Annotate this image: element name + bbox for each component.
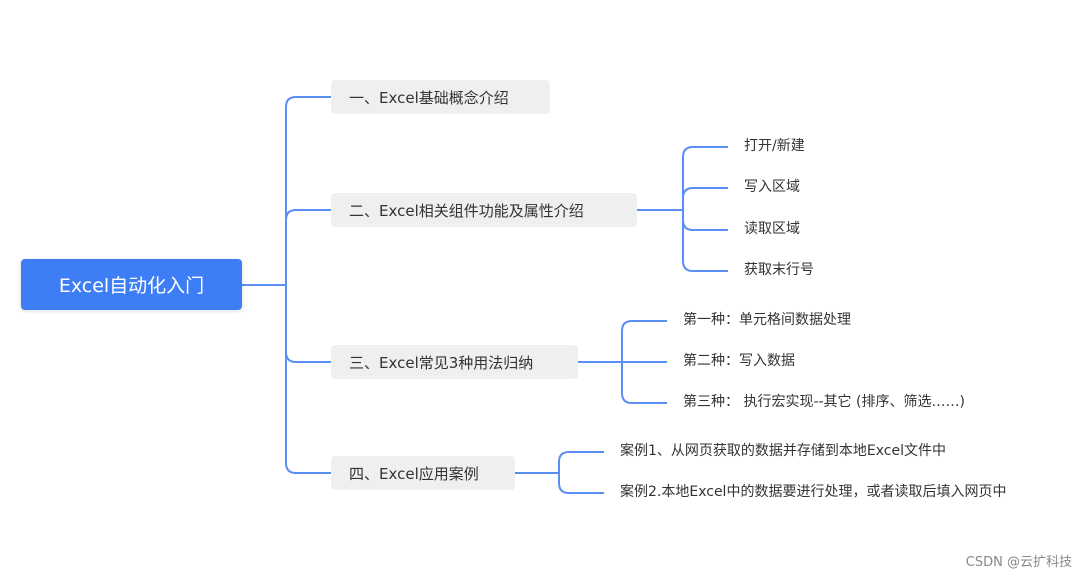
leaf-node[interactable]: 第二种：写入数据 — [683, 353, 795, 369]
branch-node-3[interactable]: 三、Excel常见3种用法归纳 — [331, 345, 578, 379]
branch-node-2[interactable]: 二、Excel相关组件功能及属性介绍 — [331, 193, 637, 227]
branch-node-1[interactable]: 一、Excel基础概念介绍 — [331, 80, 550, 114]
connector-root-branch-2 — [285, 209, 331, 285]
connector-root-branch-1 — [285, 96, 331, 285]
root-node[interactable]: Excel自动化入门 — [21, 259, 242, 310]
watermark: CSDN @云扩科技 — [965, 555, 1072, 570]
connector-root-branch-3 — [285, 285, 331, 363]
leaf-node[interactable]: 案例1、从网页获取的数据并存储到本地Excel文件中 — [620, 443, 946, 459]
connector-b2-child-2 — [682, 187, 728, 210]
leaf-node[interactable]: 打开/新建 — [744, 138, 805, 154]
connector-b3-child-1 — [621, 320, 667, 362]
leaf-node[interactable]: 获取末行号 — [744, 262, 814, 278]
connector-b2-child-4 — [682, 210, 728, 272]
branch-node-label: 四、Excel应用案例 — [349, 464, 479, 483]
connector-b4-child-1 — [558, 451, 604, 473]
branch-node-4[interactable]: 四、Excel应用案例 — [331, 456, 515, 490]
leaf-node[interactable]: 第一种：单元格间数据处理 — [683, 312, 851, 328]
branch-node-label: 一、Excel基础概念介绍 — [349, 88, 509, 107]
leaf-node[interactable]: 写入区域 — [744, 179, 800, 195]
leaf-node[interactable]: 案例2.本地Excel中的数据要进行处理，或者读取后填入网页中 — [620, 484, 1007, 500]
branch-node-label: 三、Excel常见3种用法归纳 — [349, 353, 534, 372]
branch-node-label: 二、Excel相关组件功能及属性介绍 — [349, 201, 584, 220]
connector-b2-child-1 — [682, 146, 728, 210]
leaf-node[interactable]: 第三种： 执行宏实现--其它 (排序、筛选……) — [683, 394, 965, 410]
root-node-label: Excel自动化入门 — [58, 275, 205, 297]
connector-root-branch-4 — [285, 285, 331, 474]
connector-b4-child-2 — [558, 473, 604, 494]
connector-b3-child-3 — [621, 362, 667, 404]
leaf-node[interactable]: 读取区域 — [744, 221, 800, 237]
connector-b2-child-3 — [682, 210, 728, 231]
